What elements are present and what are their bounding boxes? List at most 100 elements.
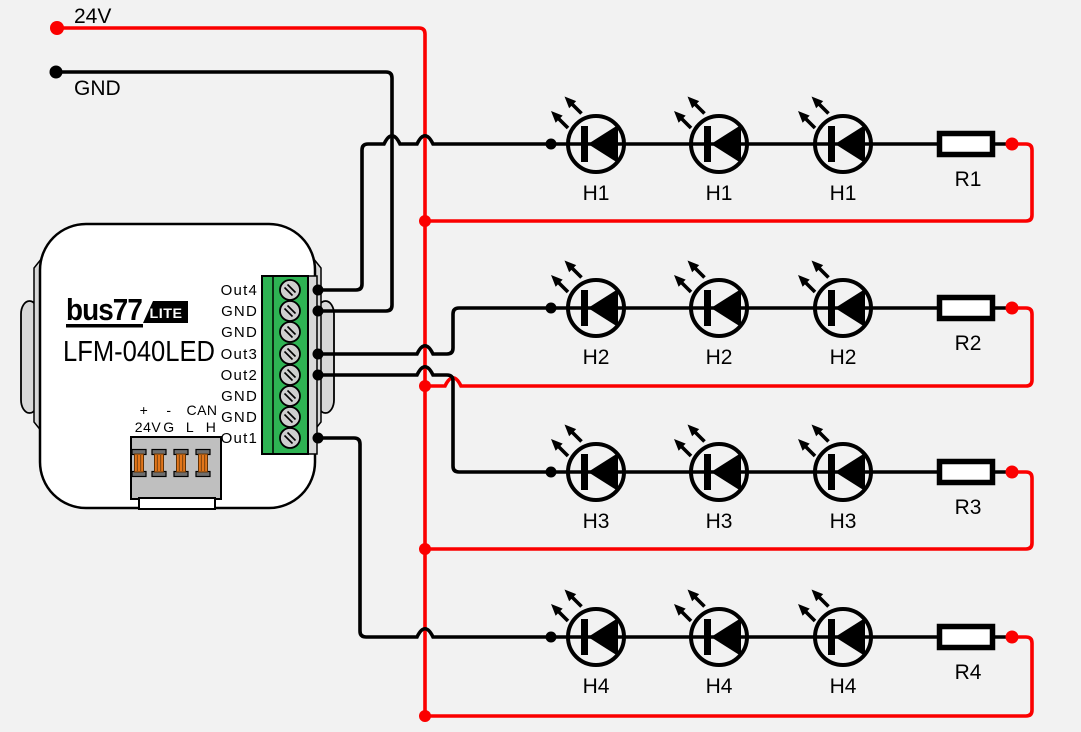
- terminal-label-out3: Out3: [221, 346, 258, 363]
- led-label: H3: [583, 510, 610, 533]
- connector-label-h: H: [206, 419, 217, 435]
- power-gnd-label: GND: [74, 77, 121, 100]
- device-module: bus77 LITE LFM-040LED Out4 GND GND Out3: [20, 222, 335, 510]
- junction-dot-red: [419, 710, 431, 722]
- junction-dot: [545, 138, 557, 150]
- can-connector: + - CAN 24V G L H: [130, 402, 222, 510]
- junction-dot-red: [419, 215, 431, 227]
- screw-icon: [279, 343, 301, 365]
- led-label: H4: [583, 675, 610, 698]
- connector-label-can: CAN: [186, 402, 217, 418]
- led-label: H2: [583, 346, 610, 369]
- screw-icon: [279, 321, 301, 343]
- resistor-label: R3: [955, 496, 982, 519]
- junction-dot-24v: [50, 21, 64, 35]
- terminal-block-strip: [307, 275, 318, 455]
- wire-row1-return: [423, 142, 1034, 223]
- junction-dot: [312, 432, 324, 444]
- led-label: H1: [706, 182, 733, 205]
- resistor-label: R4: [955, 661, 982, 684]
- connector-pin: [173, 448, 189, 478]
- led-symbol: [668, 418, 749, 502]
- junction-dot-red: [419, 380, 431, 392]
- led-label: H3: [830, 510, 857, 533]
- connector-label-g: G: [163, 419, 174, 435]
- junction-dots: [49, 21, 1019, 722]
- led-symbol: [545, 254, 626, 338]
- connector-label-24v: 24V: [135, 419, 162, 435]
- terminal-label-gnd: GND: [221, 409, 258, 426]
- junction-dot-red: [1005, 301, 1019, 315]
- junction-dot-gnd: [49, 65, 63, 79]
- junction-dot: [312, 284, 324, 296]
- terminal-label-gnd: GND: [221, 303, 258, 320]
- led-label: H4: [706, 675, 733, 698]
- screw-icon: [279, 279, 301, 301]
- junction-dot: [545, 466, 557, 478]
- connector-pin: [195, 448, 211, 478]
- wire-gnd-input: [54, 70, 394, 313]
- led-symbol: [792, 254, 873, 338]
- wire-out4-row1: [316, 134, 942, 292]
- led-symbol: [668, 90, 749, 174]
- screw-icon: [279, 300, 301, 322]
- led-symbol: [792, 583, 873, 667]
- brand-logo: bus77 LITE: [66, 292, 188, 328]
- brand-text: bus77: [66, 292, 142, 327]
- model-label: LFM-040LED: [63, 336, 215, 368]
- power-24v-label: 24V: [74, 5, 111, 28]
- wire-out1-row4: [316, 436, 942, 639]
- resistor-label: R1: [955, 168, 982, 191]
- wire-row3-return: [423, 470, 1034, 551]
- wire-out2-row3: [316, 365, 942, 474]
- terminal-labels: Out4 GND GND Out3 Out2 GND GND Out1: [221, 282, 258, 447]
- can-connector-labels: + - CAN 24V G L H: [135, 402, 217, 435]
- junction-dot: [545, 631, 557, 643]
- brand-badge: [143, 301, 188, 323]
- resistor-symbol: [940, 134, 993, 155]
- led-label: H1: [830, 182, 857, 205]
- wires: [54, 26, 1034, 718]
- brand-badge-text: LITE: [150, 305, 183, 321]
- screw-icon: [279, 385, 301, 407]
- screw-icon: [279, 406, 301, 428]
- resistor-symbol: [940, 627, 993, 648]
- terminal-label-gnd: GND: [221, 324, 258, 341]
- led-symbol: [545, 90, 626, 174]
- led-symbol: [792, 418, 873, 502]
- terminal-label-out2: Out2: [221, 367, 258, 384]
- junction-dot: [312, 305, 324, 317]
- connector-pin: [131, 448, 147, 478]
- connector-label-l: L: [186, 419, 194, 435]
- terminal-label-out4: Out4: [221, 282, 258, 299]
- led-symbol: [545, 418, 626, 502]
- terminal-label-out1: Out1: [221, 430, 258, 447]
- resistor-symbol: [940, 462, 993, 483]
- junction-dot-red: [1005, 465, 1019, 479]
- screw-icon: [279, 427, 301, 449]
- led-label: H3: [706, 510, 733, 533]
- led-label: H2: [830, 346, 857, 369]
- resistor-label: R2: [955, 332, 982, 355]
- junction-dot-red: [1005, 630, 1019, 644]
- led-rows: H1 H1 H1 R1 H2 H2 H2 R2 H3 H3 H3 R3 H4 H…: [545, 90, 993, 698]
- led-symbol: [792, 90, 873, 174]
- wire-24v-bus: [55, 26, 1034, 718]
- led-symbol: [545, 583, 626, 667]
- resistor-symbol: [940, 298, 993, 319]
- junction-dot: [545, 302, 557, 314]
- connector-pin: [151, 448, 167, 478]
- led-label: H1: [583, 182, 610, 205]
- connector-label-minus: -: [166, 402, 171, 418]
- junction-dot-red: [419, 543, 431, 555]
- terminal-label-gnd: GND: [221, 388, 258, 405]
- can-connector-tab: [138, 497, 216, 510]
- terminal-block: [261, 275, 318, 455]
- led-symbol: [668, 254, 749, 338]
- led-label: H2: [706, 346, 733, 369]
- screw-icon: [279, 364, 301, 386]
- junction-dot-red: [1005, 137, 1019, 151]
- junction-dot: [312, 369, 324, 381]
